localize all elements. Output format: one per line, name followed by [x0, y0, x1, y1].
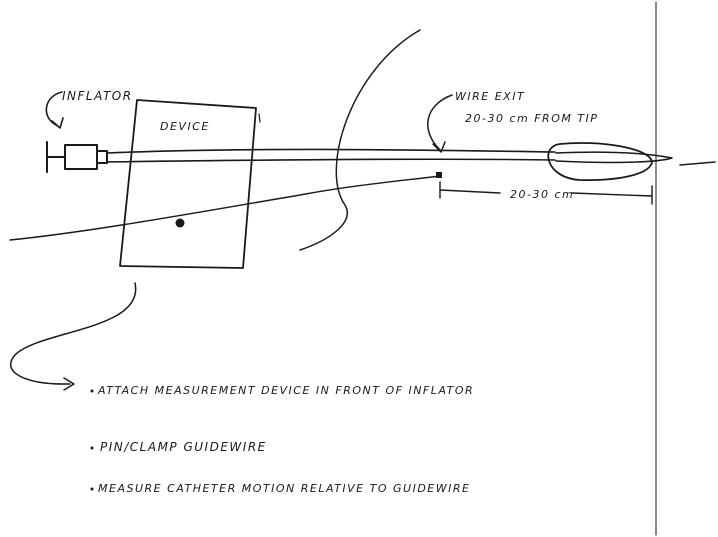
inflator-arrow	[46, 92, 62, 126]
dimension-label: 20-30 cm	[510, 188, 574, 201]
device-label: DEVICE	[160, 120, 210, 133]
wire-exit-distance-label: 20-30 cm FROM TIP	[465, 112, 598, 125]
catheter-tip	[556, 152, 672, 162]
wire-exit-arrow	[428, 95, 452, 150]
dimension-line-right	[572, 193, 652, 196]
guidewire-tip	[680, 162, 715, 165]
wire-exit-label: WIRE EXIT	[455, 90, 525, 103]
inflator-arrowhead	[52, 118, 63, 128]
inflator-syringe	[47, 142, 107, 172]
dimension-line-left	[440, 190, 500, 193]
catheter-lower-line	[107, 159, 555, 162]
inflator-label: INFLATOR	[62, 89, 133, 103]
wire-exit-marker	[436, 172, 442, 178]
note-2: PIN/CLAMP GUIDEWIRE	[100, 440, 267, 454]
clamp-point	[176, 219, 185, 228]
patient-body-curve	[300, 30, 420, 250]
catheter-upper-line	[107, 149, 555, 153]
note-1: ATTACH MEASUREMENT DEVICE IN FRONT OF IN…	[97, 384, 474, 397]
note-3: MEASURE CATHETER MOTION RELATIVE TO GUID…	[98, 482, 470, 495]
notes-arrow	[11, 283, 136, 384]
guidewire	[10, 176, 440, 240]
